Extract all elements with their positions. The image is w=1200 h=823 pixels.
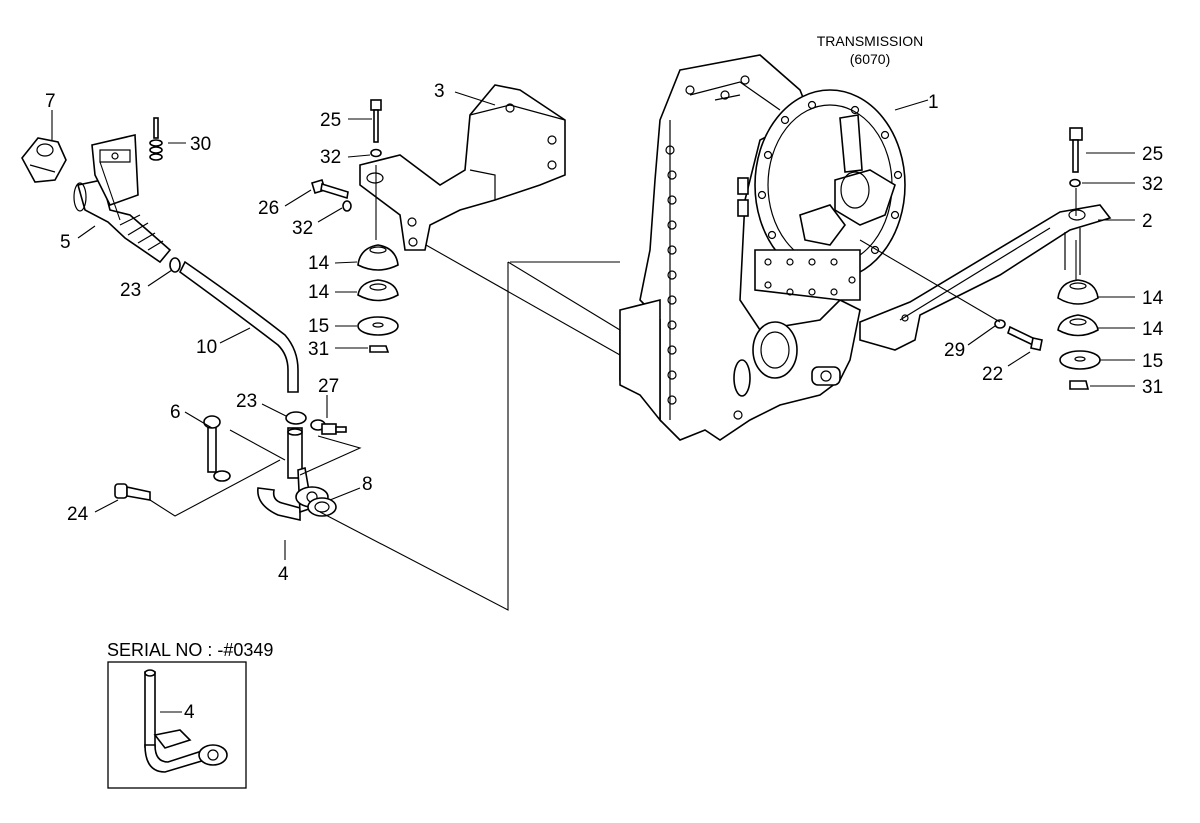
callout-14-b: 14 (308, 282, 330, 303)
left-mount-hardware (311, 99, 399, 353)
transmission-housing (619, 54, 906, 441)
callout-labels: 1 2 3 4 5 6 7 8 10 14 14 14 14 15 15 22 … (45, 81, 1164, 585)
callout-29: 29 (944, 340, 965, 361)
callout-6: 6 (170, 402, 181, 423)
breather-pipe-assembly (114, 411, 347, 522)
callout-32-c: 32 (292, 218, 313, 239)
left-mount-bracket (359, 84, 566, 251)
callout-14-d: 14 (1142, 319, 1164, 340)
callout-1: 1 (928, 92, 939, 113)
callout-10: 10 (196, 337, 217, 358)
callout-15-b: 15 (1142, 351, 1163, 372)
callout-4: 4 (278, 564, 289, 585)
callout-2: 2 (1142, 211, 1153, 232)
inset-frame (107, 661, 247, 789)
callout-7: 7 (45, 91, 56, 112)
serial-label: SERIAL NO : -#0349 (107, 640, 273, 660)
callout-23-b: 23 (236, 391, 257, 412)
callout-22: 22 (982, 364, 1003, 385)
callout-31-b: 31 (1142, 377, 1163, 398)
breather-filler-assembly (21, 117, 181, 273)
callout-32-b: 32 (1142, 174, 1163, 195)
callout-15-a: 15 (308, 316, 329, 337)
callout-27: 27 (318, 376, 339, 397)
serial-inset: SERIAL NO : -#0349 4 (107, 640, 273, 789)
callout-14-a: 14 (308, 253, 330, 274)
callout-26: 26 (258, 198, 279, 219)
callout-5: 5 (60, 232, 71, 253)
assembly-lines (99, 161, 1077, 611)
diagram-title: TRANSMISSION (817, 33, 924, 49)
callout-3: 3 (434, 81, 445, 102)
callout-32-a: 32 (320, 147, 341, 168)
right-mount-bracket (859, 204, 1112, 351)
callout-4-inset: 4 (184, 702, 195, 723)
breather-hose (178, 260, 299, 393)
callout-31-a: 31 (308, 339, 329, 360)
callout-30: 30 (190, 134, 211, 155)
right-mount-hardware (994, 127, 1101, 390)
diagram-title-model: (6070) (850, 51, 890, 67)
callout-23-a: 23 (120, 280, 141, 301)
callout-24: 24 (67, 504, 89, 525)
callout-leaders (51, 91, 1135, 713)
callout-25-a: 25 (320, 110, 341, 131)
callout-14-c: 14 (1142, 288, 1164, 309)
callout-8: 8 (362, 474, 373, 495)
callout-25-b: 25 (1142, 144, 1163, 165)
